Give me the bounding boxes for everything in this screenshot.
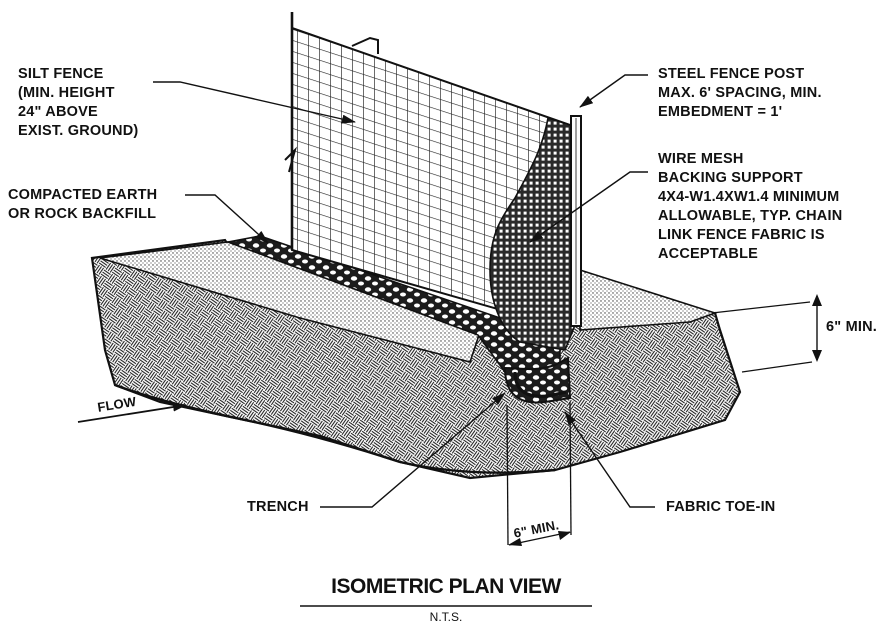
label-depth-dimension: 6" MIN. [826, 319, 877, 335]
label-wire-mesh: WIRE MESH BACKING SUPPORT 4x4-W1.4xW1.4 … [658, 150, 842, 264]
leader-trench [320, 392, 506, 508]
label-line: ACCEPTABLE [658, 246, 759, 262]
leader-compacted-earth [185, 194, 269, 244]
label-line: WIRE MESH [658, 151, 744, 167]
drawing-title: ISOMETRIC PLAN VIEW [331, 575, 561, 598]
label-line: EMBEDMENT = 1' [658, 104, 783, 120]
width-arrow-left [508, 538, 522, 546]
ground-surface-left [99, 241, 482, 363]
depth-ext-bottom [741, 361, 813, 373]
label-line: OR ROCK BACKFILL [8, 206, 157, 222]
label-compacted-earth: COMPACTED EARTH OR ROCK BACKFILL [8, 186, 157, 224]
fabric-fold-mark [284, 146, 297, 173]
label-line: (MIN. HEIGHT [18, 85, 115, 101]
label-line: EXIST. GROUND) [18, 123, 139, 139]
back-fence-post [351, 36, 379, 54]
depth-ext-top [711, 301, 811, 314]
leader-wire-mesh [529, 171, 648, 243]
leader-fabric-toe [564, 411, 655, 508]
leader-steel-post [579, 74, 648, 108]
label-silt-fence: SILT FENCE (MIN. HEIGHT 24" ABOVE EXIST.… [18, 65, 138, 141]
fabric-toe-in [513, 371, 567, 398]
leader-silt-fence [153, 81, 356, 124]
label-line: STEEL FENCE POST [658, 66, 805, 82]
label-trench: TRENCH [247, 499, 309, 515]
label-steel-post: STEEL FENCE POST MAX. 6' SPACING, MIN. E… [658, 65, 822, 122]
label-line: BACKING SUPPORT [658, 170, 803, 186]
label-line: MAX. 6' SPACING, MIN. [658, 85, 822, 101]
label-fabric-toe-in: FABRIC TOE-IN [666, 499, 776, 515]
label-line: ALLOWABLE, TYP. CHAIN [658, 208, 843, 224]
ground-surface-right [579, 268, 718, 331]
depth-arrow-bottom [812, 350, 822, 362]
label-line: 24" ABOVE [18, 104, 98, 120]
width-arrow-right [558, 531, 571, 540]
label-line: 4x4-W1.4xW1.4 MINIMUM [658, 189, 840, 205]
depth-arrow-top [812, 294, 822, 306]
flow-arrow [77, 402, 187, 423]
width-ext-left [506, 404, 509, 546]
label-line: LINK FENCE FABRIC IS [658, 227, 825, 243]
scale-note: N.T.S. [429, 610, 463, 624]
label-line: COMPACTED EARTH [8, 187, 158, 203]
label-line: SILT FENCE [18, 66, 104, 82]
